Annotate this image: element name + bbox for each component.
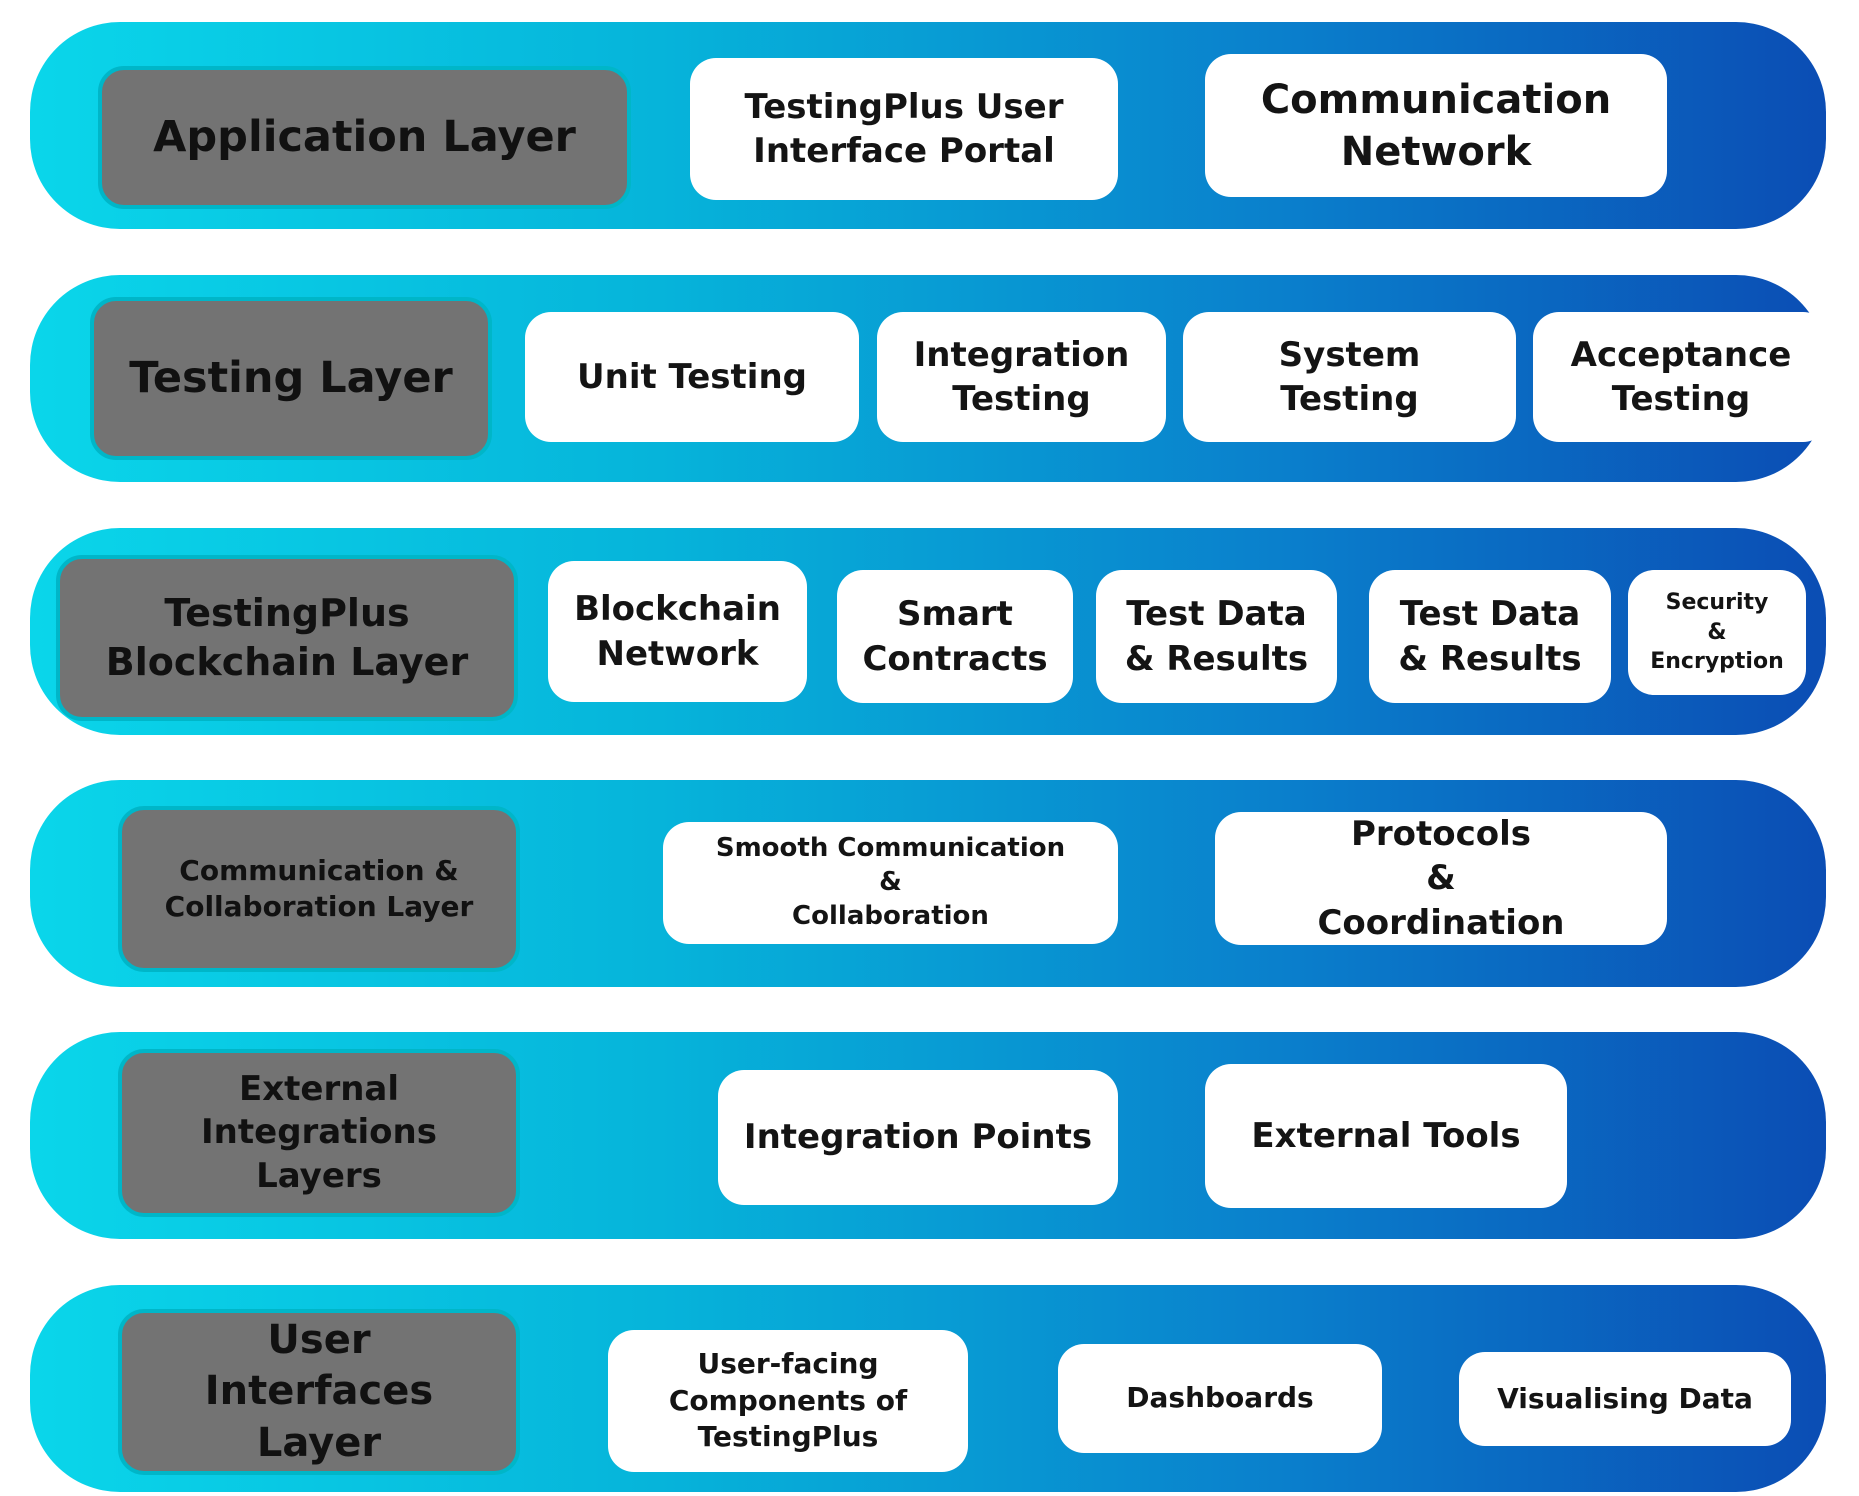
external-integrations-layer-label: External Integrations Layers [118, 1049, 520, 1217]
external-integrations-layer-band: External Integrations Layers Integration… [30, 1032, 1826, 1239]
testing-layer-band: Testing Layer Unit Testing Integration T… [30, 275, 1829, 482]
testingplus-ui-portal-card: TestingPlus User Interface Portal [690, 58, 1118, 200]
blockchain-network-card: Blockchain Network [548, 561, 807, 702]
unit-testing-card: Unit Testing [525, 312, 859, 442]
smart-contracts-card: Smart Contracts [837, 570, 1073, 703]
communication-network-card: Communication Network [1205, 54, 1667, 197]
application-layer-label: Application Layer [98, 66, 631, 209]
integration-points-card: Integration Points [718, 1070, 1118, 1205]
user-interfaces-layer-label: User Interfaces Layer [118, 1309, 520, 1475]
testing-layer-label: Testing Layer [90, 297, 492, 460]
user-facing-components-card: User-facing Components of TestingPlus [608, 1330, 968, 1472]
dashboards-card: Dashboards [1058, 1344, 1382, 1453]
application-layer-band: Application Layer TestingPlus User Inter… [30, 22, 1826, 229]
blockchain-layer-band: TestingPlus Blockchain Layer Blockchain … [30, 528, 1826, 735]
test-data-results-card-2: Test Data & Results [1369, 570, 1611, 703]
blockchain-layer-label: TestingPlus Blockchain Layer [56, 555, 518, 721]
communication-layer-label: Communication & Collaboration Layer [118, 806, 520, 972]
test-data-results-card-1: Test Data & Results [1096, 570, 1337, 703]
communication-layer-band: Communication & Collaboration Layer Smoo… [30, 780, 1826, 987]
protocols-coordination-card: Protocols & Coordination [1215, 812, 1667, 945]
visualising-data-card: Visualising Data [1459, 1352, 1791, 1446]
acceptance-testing-card: Acceptance Testing [1533, 312, 1829, 442]
user-interfaces-layer-band: User Interfaces Layer User-facing Compon… [30, 1285, 1826, 1492]
security-encryption-card: Security & Encryption [1628, 570, 1806, 695]
smooth-communication-card: Smooth Communication & Collaboration [663, 822, 1118, 944]
system-testing-card: System Testing [1183, 312, 1516, 442]
integration-testing-card: Integration Testing [877, 312, 1166, 442]
external-tools-card: External Tools [1205, 1064, 1567, 1208]
